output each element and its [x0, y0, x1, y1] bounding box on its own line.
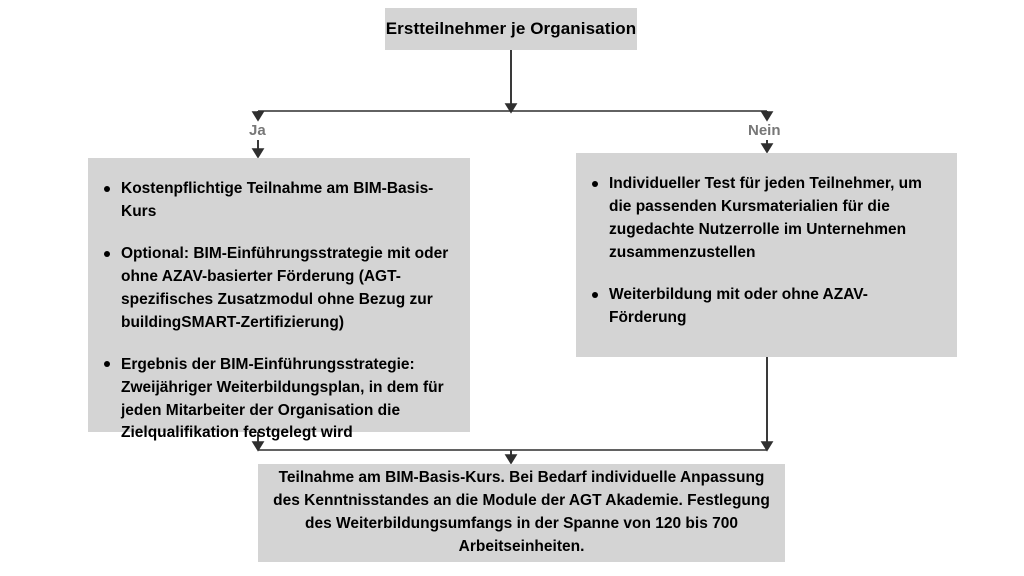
node-no-branch: Individueller Test für jeden Teilnehmer,… — [576, 153, 957, 357]
list-item-text: Optional: BIM-Einführungsstrategie mit o… — [121, 244, 449, 331]
node-outcome: Teilnahme am BIM-Basis-Kurs. Bei Bedarf … — [258, 464, 785, 562]
branch-label-yes: Ja — [249, 122, 266, 139]
bullet-dot-icon — [104, 361, 110, 368]
list-item: Weiterbildung mit oder ohne AZAV-Förderu… — [592, 284, 941, 330]
list-item-text: Individueller Test für jeden Teilnehmer,… — [609, 175, 922, 261]
list-item: Individueller Test für jeden Teilnehmer,… — [592, 173, 941, 265]
list-item: Ergebnis der BIM-Einführungsstrategie: Z… — [104, 354, 454, 446]
node-erstteilnehmer-label: Erstteilnehmer je Organisation — [385, 19, 637, 38]
yes-branch-bullet-list: Kostenpflichtige Teilnahme am BIM-Basis-… — [104, 178, 454, 445]
bullet-dot-icon — [104, 185, 110, 192]
bullet-dot-icon — [104, 250, 110, 257]
list-item-text: Kostenpflichtige Teilnahme am BIM-Basis-… — [121, 180, 434, 220]
bullet-dot-icon — [592, 180, 598, 187]
list-item: Kostenpflichtige Teilnahme am BIM-Basis-… — [104, 178, 454, 224]
list-item: Optional: BIM-Einführungsstrategie mit o… — [104, 243, 454, 335]
node-erstteilnehmer: Erstteilnehmer je Organisation — [385, 8, 637, 50]
connector-merge-to-outcome — [258, 449, 767, 465]
node-outcome-label: Teilnahme am BIM-Basis-Kurs. Bei Bedarf … — [273, 469, 770, 555]
list-item-text: Weiterbildung mit oder ohne AZAV-Förderu… — [609, 285, 868, 326]
branch-label-no: Nein — [748, 122, 781, 139]
bullet-dot-icon — [592, 291, 598, 298]
list-item-text: Ergebnis der BIM-Einführungsstrategie: Z… — [121, 355, 444, 442]
no-branch-bullet-list: Individueller Test für jeden Teilnehmer,… — [592, 173, 941, 330]
connector-root-to-split — [251, 50, 774, 122]
node-yes-branch: Kostenpflichtige Teilnahme am BIM-Basis-… — [88, 158, 470, 441]
